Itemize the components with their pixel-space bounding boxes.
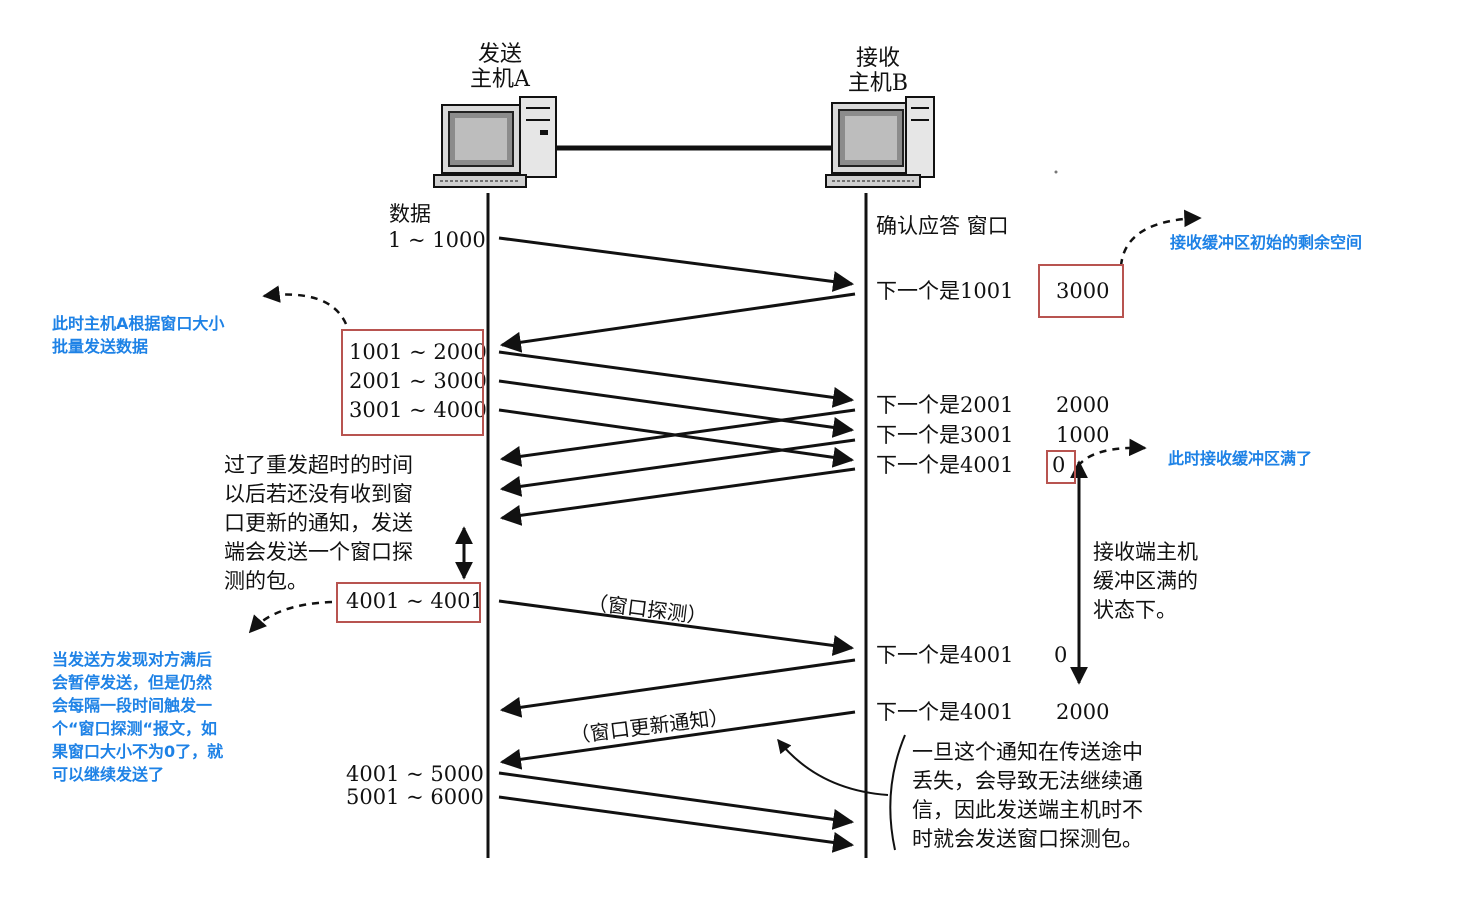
lost-notice-pointer <box>777 738 889 796</box>
window-value: 3000 <box>1056 279 1110 303</box>
zero-window-highlight <box>1046 450 1076 484</box>
sender-host-label-line1: 发送 <box>477 42 522 67</box>
window-value: 2000 <box>1056 393 1110 417</box>
batch-send-arrow <box>262 285 348 325</box>
sender-host-label-line2: 主机A <box>470 67 530 93</box>
segment-label: 4001 ~ 5000 <box>346 762 484 786</box>
packet-5001-6000 <box>498 795 855 853</box>
ack-label: 下一个是4001 <box>876 453 1014 477</box>
packet-1-1000 <box>498 236 855 292</box>
receiver-host-label-line2: 主机B <box>847 71 909 97</box>
lost-notice-bracket <box>889 734 906 851</box>
initial-space-annotation: 接收缓冲区初始的剩余空间 <box>1170 233 1363 252</box>
probe-explain-note: 过了重发超时的时间 以后若还没有收到窗 口更新的通知，发送 端会发送一个窗口探 … <box>224 453 413 593</box>
ack-window-update <box>499 710 856 770</box>
data-column-header: 数据 <box>389 202 431 226</box>
batch-send-highlight <box>341 329 484 436</box>
packet-2001-3000 <box>498 379 855 438</box>
ack-1001 <box>499 292 856 353</box>
lost-notice-note: 一旦这个通知在传送途中 丢失，会导致无法继续通 信，因此发送端主机时不 时就会发… <box>912 740 1143 851</box>
buffer-full-annotation: 此时接收缓冲区满了 <box>1168 449 1313 468</box>
receiver-computer-icon <box>825 96 935 188</box>
window-value: 2000 <box>1056 700 1110 724</box>
buffer-full-state-note: 接收端主机 缓冲区满的 状态下。 <box>1093 540 1198 622</box>
ack-3001 <box>499 438 856 497</box>
packet-1001-2000 <box>498 350 855 408</box>
segment-label: 2001 ~ 3000 <box>349 369 487 393</box>
ack-arrows <box>499 292 856 770</box>
segment-label: 4001 ~ 4001 <box>346 589 484 613</box>
receiver-host-label: 接收 主机B <box>836 46 920 97</box>
pause-probe-arrow <box>248 600 333 634</box>
packet-window-probe <box>498 599 855 656</box>
segment-label: 1 ~ 1000 <box>388 228 486 252</box>
probe-highlight <box>336 582 481 623</box>
segment-label: 5001 ~ 6000 <box>346 785 484 809</box>
data-packet-arrows <box>498 236 855 853</box>
buffer-full-arrow <box>1077 438 1147 467</box>
packet-4001-5000 <box>498 771 855 830</box>
sender-computer-icon <box>433 96 557 188</box>
window-value: 0 <box>1054 643 1068 667</box>
pause-probe-annotation: 当发送方发现对方满后 会暂停发送，但是仍然 会每隔一段时间触发一 个“窗口探测“… <box>52 650 224 784</box>
segment-label: 3001 ~ 4000 <box>349 398 487 422</box>
ack-label: 下一个是1001 <box>876 279 1014 303</box>
initial-window-highlight <box>1038 264 1124 318</box>
ack-4001 <box>499 467 856 526</box>
receiver-host-label-line1: 接收 <box>855 46 900 71</box>
window-value: 1000 <box>1056 423 1110 447</box>
sender-host-label: 发送 主机A <box>462 42 538 93</box>
ack-probe-response <box>499 658 856 718</box>
batch-send-annotation: 此时主机A根据窗口大小 批量发送数据 <box>52 314 225 356</box>
ack-window-column-header: 确认应答 窗口 <box>876 214 1009 238</box>
ack-label: 下一个是4001 <box>876 643 1014 667</box>
window-value: 0 <box>1052 453 1066 477</box>
segment-label: 1001 ~ 2000 <box>349 340 487 364</box>
ack-label: 下一个是2001 <box>876 393 1014 417</box>
initial-space-arrow <box>1119 209 1202 267</box>
ack-label: 下一个是4001 <box>876 700 1014 724</box>
ack-label: 下一个是3001 <box>876 423 1014 447</box>
ack-2001 <box>499 408 856 467</box>
